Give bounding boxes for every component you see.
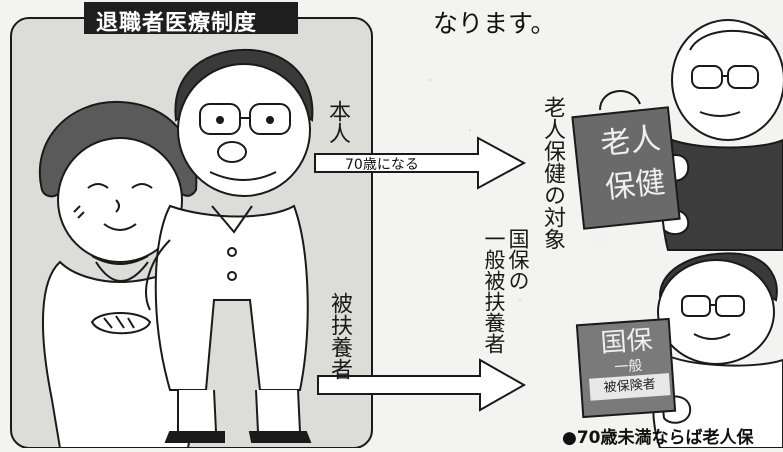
panel-title: 退職者医療制度	[96, 11, 258, 36]
sign-rojin-hoken	[571, 90, 681, 230]
label-kokuho-col2: 一般被扶養者	[482, 228, 506, 354]
panel-title-plate	[84, 2, 298, 34]
sign-upper-text: 老人 保健	[586, 116, 681, 213]
footnote: ●70歳未満ならば老人保	[562, 428, 754, 448]
grandfather-figure	[145, 48, 314, 443]
header-text: なります。	[433, 9, 556, 38]
elderly-man-figure	[660, 19, 783, 251]
younger-man-figure	[652, 252, 783, 449]
label-rojin-target: 老人保健の対象	[540, 96, 565, 250]
sign-lower-text: 国保 一般 被保険者	[582, 323, 675, 401]
sign-upper-line2: 保健	[603, 164, 667, 206]
arrow-lower	[317, 358, 527, 412]
label-hifuyousha: 被扶養者	[327, 292, 352, 380]
label-kokuho-col1: 国保の	[506, 228, 530, 291]
arrow-upper	[314, 136, 527, 190]
arrow-upper-label: 70歳になる	[345, 157, 419, 173]
label-honnin: 本人	[325, 100, 350, 144]
